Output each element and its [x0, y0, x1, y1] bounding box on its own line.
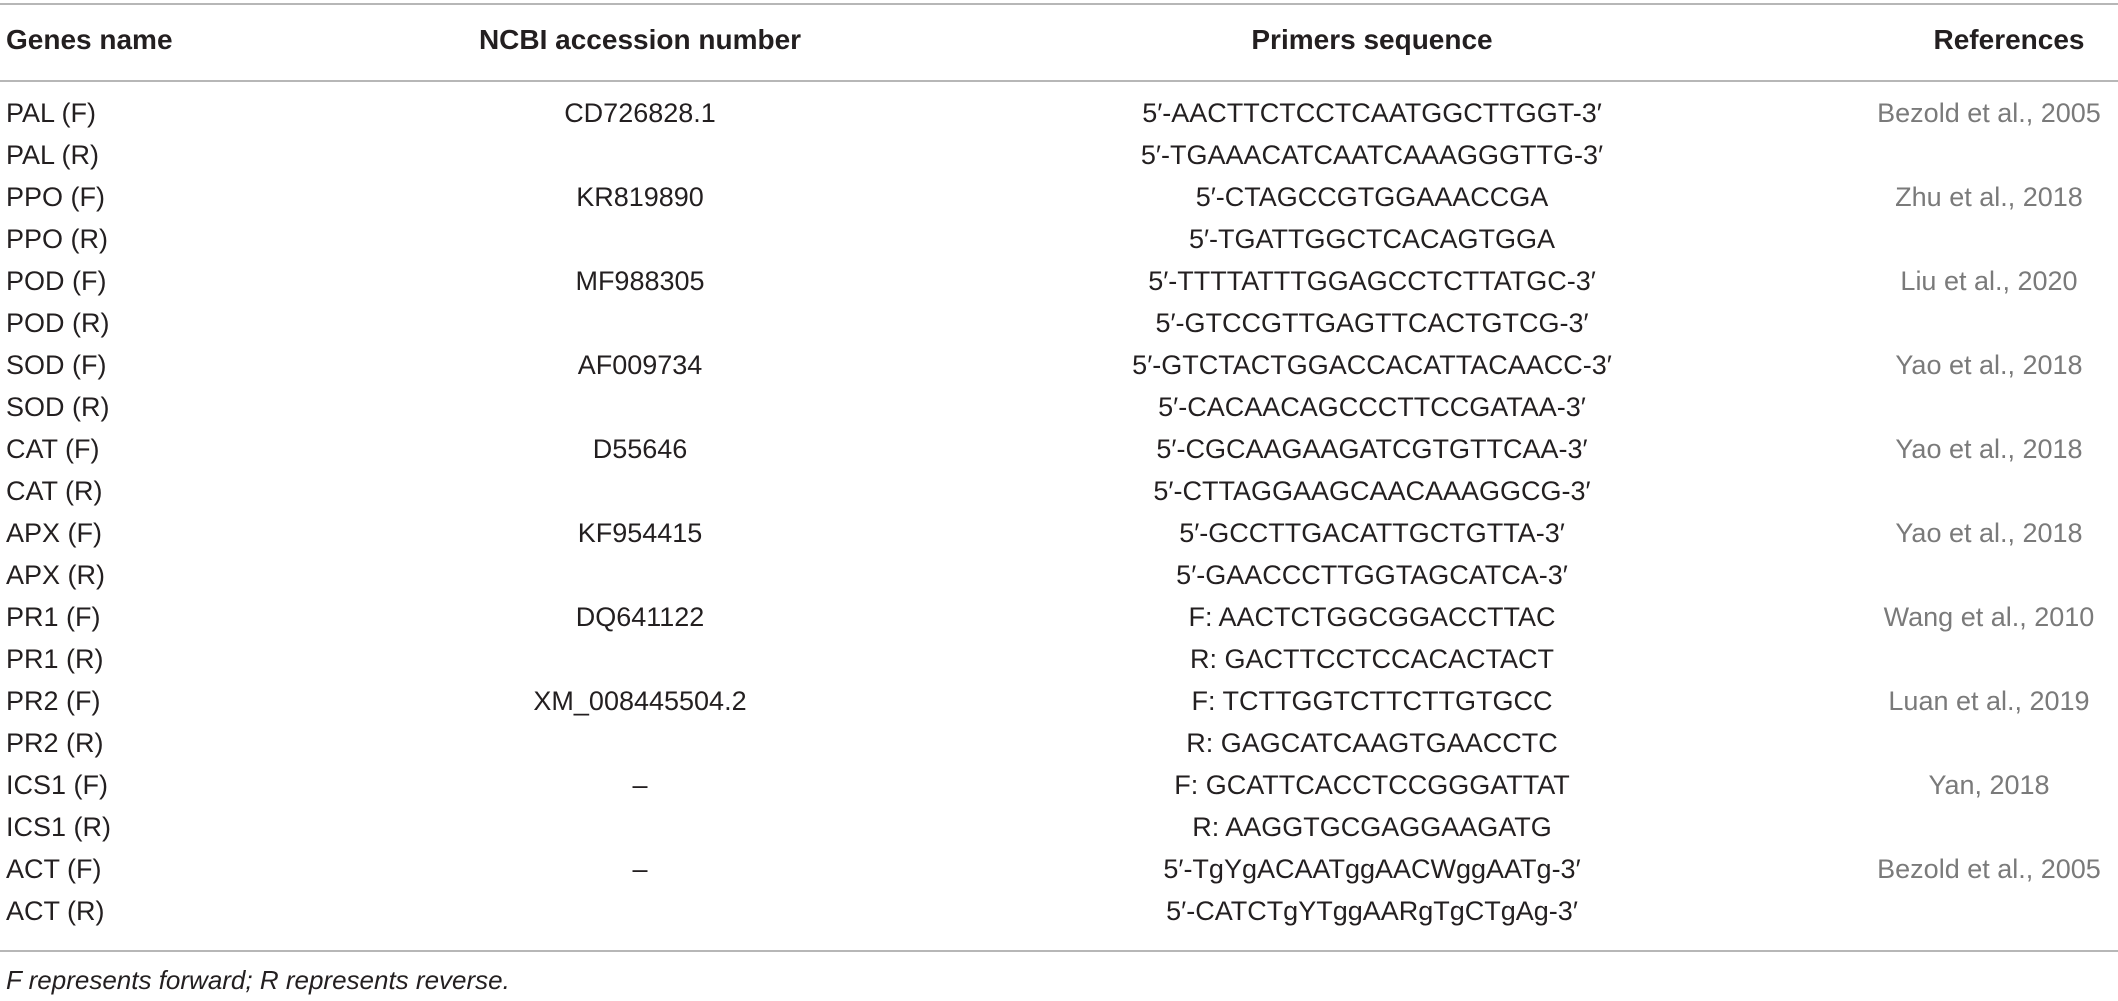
accession-cell: –: [632, 770, 648, 800]
primer-sequence-cell: 5′-GAACCCTTGGTAGCATCA-3′: [1176, 560, 1568, 590]
accession-cell: KR819890: [576, 182, 704, 212]
primer-sequence-cell: F: TCTTGGTCTTCTTGTGCC: [1191, 686, 1553, 716]
accession-cell: CD726828.1: [564, 98, 716, 128]
gene-name-cell: PAL (R): [6, 140, 100, 170]
gene-name-cell: PR2 (R): [6, 728, 104, 758]
table-row: SOD (R) 5′-CACAACAGCCCTTCCGATAA-3′: [0, 386, 2118, 428]
table-row: CAT (F) D55646 5′-CGCAAGAAGATCGTGTTCAA-3…: [0, 428, 2118, 470]
primer-sequence-cell: F: AACTCTGGCGGACCTTAC: [1188, 602, 1556, 632]
accession-cell: AF009734: [577, 350, 703, 380]
gene-name-cell: CAT (F): [6, 434, 100, 464]
primer-sequence-cell: R: AAGGTGCGAGGAAGATG: [1192, 812, 1552, 842]
table-row: ACT (R) 5′-CATCTgYTggAARgTgCTgAg-3′: [0, 890, 2118, 932]
table-body: PAL (F) CD726828.1 5′-AACTTCTCCTCAATGGCT…: [0, 92, 2118, 932]
table-row: ICS1 (F) – F: GCATTCACCTCCGGGATTAT Yan, …: [0, 764, 2118, 806]
gene-name-cell: POD (F): [6, 266, 107, 296]
table-row: PR1 (F) DQ641122 F: AACTCTGGCGGACCTTAC W…: [0, 596, 2118, 638]
primer-sequence-cell: 5′-GTCCGTTGAGTTCACTGTCG-3′: [1155, 308, 1589, 338]
table-row: CAT (R) 5′-CTTAGGAAGCAACAAAGGCG-3′: [0, 470, 2118, 512]
header-ncbi-accession: NCBI accession number: [478, 24, 802, 55]
primer-sequence-cell: 5′-CTTAGGAAGCAACAAAGGCG-3′: [1153, 476, 1591, 506]
reference-cell: Wang et al., 2010: [1883, 602, 2095, 632]
reference-cell: Zhu et al., 2018: [1895, 182, 2083, 212]
reference-cell: Yao et al., 2018: [1895, 518, 2083, 548]
accession-cell: D55646: [592, 434, 688, 464]
table-bottom-rule: [0, 950, 2118, 952]
gene-name-cell: PR1 (F): [6, 602, 101, 632]
primer-sequence-cell: 5′-GTCTACTGGACCACATTACAACC-3′: [1132, 350, 1612, 380]
primer-sequence-cell: 5′-CATCTgYTggAARgTgCTgAg-3′: [1166, 896, 1578, 926]
gene-name-cell: SOD (F): [6, 350, 107, 380]
reference-cell: Yao et al., 2018: [1895, 434, 2083, 464]
table-row: ACT (F) – 5′-TgYgACAATggAACWggAATg-3′ Be…: [0, 848, 2118, 890]
table-row: PPO (F) KR819890 5′-CTAGCCGTGGAAACCGA Zh…: [0, 176, 2118, 218]
gene-name-cell: PR2 (F): [6, 686, 101, 716]
reference-cell: Liu et al., 2020: [1900, 266, 2078, 296]
table-row: APX (F) KF954415 5′-GCCTTGACATTGCTGTTA-3…: [0, 512, 2118, 554]
table-row: PR1 (R) R: GACTTCCTCCACACTACT: [0, 638, 2118, 680]
gene-name-cell: SOD (R): [6, 392, 110, 422]
primer-sequence-cell: 5′-TTTTATTTGGAGCCTCTTATGC-3′: [1148, 266, 1596, 296]
reference-cell: Bezold et al., 2005: [1877, 854, 2101, 884]
table-row: PR2 (F) XM_008445504.2 F: TCTTGGTCTTCTTG…: [0, 680, 2118, 722]
table-row: PAL (R) 5′-TGAAACATCAATCAAAGGGTTG-3′: [0, 134, 2118, 176]
reference-cell: Yan, 2018: [1928, 770, 2050, 800]
gene-name-cell: APX (F): [6, 518, 103, 548]
table-top-rule: [0, 3, 2118, 5]
accession-cell: KF954415: [577, 518, 703, 548]
accession-cell: XM_008445504.2: [533, 686, 747, 716]
primer-sequence-cell: 5′-CGCAAGAAGATCGTGTTCAA-3′: [1156, 434, 1588, 464]
table-row: POD (R) 5′-GTCCGTTGAGTTCACTGTCG-3′: [0, 302, 2118, 344]
gene-name-cell: APX (R): [6, 560, 106, 590]
primer-sequence-cell: 5′-TGATTGGCTCACAGTGGA: [1188, 224, 1556, 254]
table-row: ICS1 (R) R: AAGGTGCGAGGAAGATG: [0, 806, 2118, 848]
gene-name-cell: ACT (R): [6, 896, 105, 926]
table-row: POD (F) MF988305 5′-TTTTATTTGGAGCCTCTTAT…: [0, 260, 2118, 302]
gene-name-cell: PAL (F): [6, 98, 97, 128]
primer-sequence-cell: R: GAGCATCAAGTGAACCTC: [1186, 728, 1558, 758]
table-row: APX (R) 5′-GAACCCTTGGTAGCATCA-3′: [0, 554, 2118, 596]
table-footnote: F represents forward; R represents rever…: [6, 965, 510, 995]
primer-sequence-cell: 5′-TGAAACATCAATCAAAGGGTTG-3′: [1140, 140, 1604, 170]
accession-cell: –: [632, 854, 648, 884]
primer-sequence-cell: R: GACTTCCTCCACACTACT: [1190, 644, 1554, 674]
header-genes-name: Genes name: [6, 24, 173, 55]
gene-name-cell: CAT (R): [6, 476, 103, 506]
gene-name-cell: ACT (F): [6, 854, 102, 884]
gene-name-cell: PR1 (R): [6, 644, 104, 674]
gene-name-cell: ICS1 (R): [6, 812, 112, 842]
reference-cell: Luan et al., 2019: [1888, 686, 2090, 716]
accession-cell: MF988305: [575, 266, 705, 296]
table-row: PAL (F) CD726828.1 5′-AACTTCTCCTCAATGGCT…: [0, 92, 2118, 134]
table-header-rule: [0, 80, 2118, 82]
primer-sequence-cell: 5′-CACAACAGCCCTTCCGATAA-3′: [1158, 392, 1586, 422]
primer-sequence-cell: F: GCATTCACCTCCGGGATTAT: [1174, 770, 1570, 800]
table-header-row: Genes name NCBI accession number Primers…: [0, 0, 2118, 80]
gene-name-cell: PPO (R): [6, 224, 109, 254]
accession-cell: DQ641122: [575, 602, 705, 632]
table-row: PR2 (R) R: GAGCATCAAGTGAACCTC: [0, 722, 2118, 764]
header-references: References: [1933, 24, 2085, 55]
gene-name-cell: POD (R): [6, 308, 110, 338]
header-primers-sequence: Primers sequence: [1251, 24, 1493, 55]
primer-sequence-cell: 5′-AACTTCTCCTCAATGGCTTGGT-3′: [1142, 98, 1602, 128]
primer-sequence-cell: 5′-GCCTTGACATTGCTGTTA-3′: [1179, 518, 1565, 548]
primer-sequence-cell: 5′-TgYgACAATggAACWggAATg-3′: [1163, 854, 1581, 884]
gene-name-cell: PPO (F): [6, 182, 105, 212]
reference-cell: Yao et al., 2018: [1895, 350, 2083, 380]
reference-cell: Bezold et al., 2005: [1877, 98, 2101, 128]
gene-name-cell: ICS1 (F): [6, 770, 109, 800]
primer-sequence-cell: 5′-CTAGCCGTGGAAACCGA: [1195, 182, 1549, 212]
table-row: SOD (F) AF009734 5′-GTCTACTGGACCACATTACA…: [0, 344, 2118, 386]
table-row: PPO (R) 5′-TGATTGGCTCACAGTGGA: [0, 218, 2118, 260]
